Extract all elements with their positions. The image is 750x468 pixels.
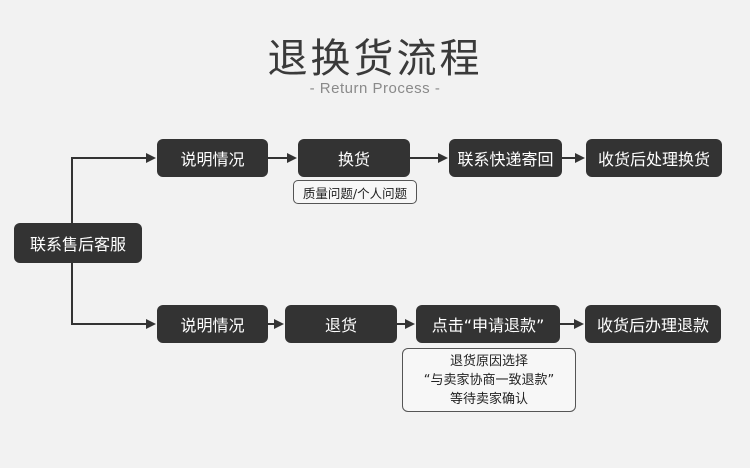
page-title: 退换货流程 xyxy=(267,36,483,82)
note-line-1: 退货原因选择 xyxy=(449,353,528,369)
node-return: 退货 xyxy=(285,305,397,343)
note-return-instructions: 退货原因选择 “与卖家协商一致退款” 等待卖家确认 xyxy=(402,348,576,412)
note-exchange-reason: 质量问题/个人问题 xyxy=(293,180,417,204)
node-return-apply-refund: 点击“申请退款” xyxy=(416,305,560,343)
note-line-2: “与卖家协商一致退款” xyxy=(423,372,555,388)
node-contact-service: 联系售后客服 xyxy=(14,223,142,263)
node-exchange-ship-back: 联系快递寄回 xyxy=(449,139,562,177)
page-subtitle: - Return Process - xyxy=(309,80,441,97)
node-exchange-explain: 说明情况 xyxy=(157,139,268,177)
note-line-3: 等待卖家确认 xyxy=(449,391,528,407)
node-return-explain: 说明情况 xyxy=(157,305,268,343)
node-return-process-refund: 收货后办理退款 xyxy=(585,305,721,343)
node-exchange-process: 收货后处理换货 xyxy=(586,139,722,177)
node-exchange: 换货 xyxy=(298,139,410,177)
